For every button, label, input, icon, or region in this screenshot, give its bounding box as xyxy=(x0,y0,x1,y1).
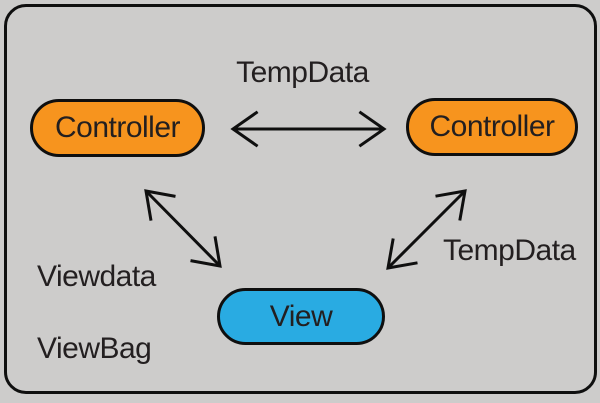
node-controller-left: Controller xyxy=(30,99,205,157)
arrow-controller-left-to-view xyxy=(144,189,222,268)
arrow-controller-to-controller xyxy=(230,110,387,148)
edge-label-viewdata-viewbag: Viewdata ViewBag xyxy=(37,223,156,403)
node-view-label: View xyxy=(269,299,333,333)
diagram-border-frame xyxy=(4,4,597,394)
edge-label-tempdata-top: TempData xyxy=(236,56,369,89)
edge-label-tempdata-right: TempData xyxy=(443,234,576,267)
arrow-controller-right-to-view xyxy=(386,189,467,270)
node-view: View xyxy=(217,288,385,345)
edge-label-viewbag-line: ViewBag xyxy=(37,332,152,365)
edge-label-viewdata-line: Viewdata xyxy=(37,260,156,293)
node-controller-right-label: Controller xyxy=(429,110,555,143)
node-controller-left-label: Controller xyxy=(54,111,181,144)
node-controller-right: Controller xyxy=(406,98,578,156)
